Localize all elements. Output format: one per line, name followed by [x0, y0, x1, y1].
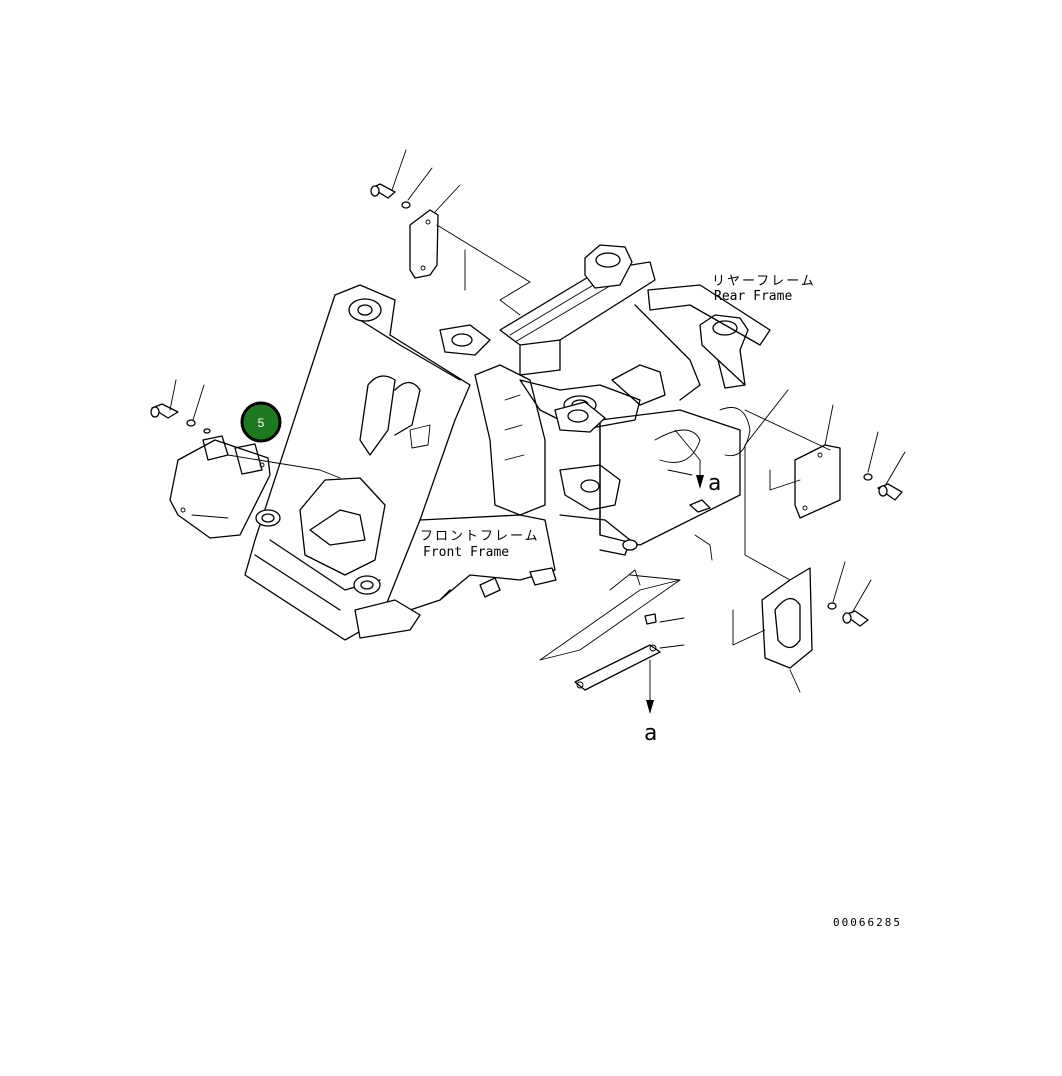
left-cover-assembly: [150, 379, 341, 539]
reference-a-upper: a: [708, 471, 721, 496]
front-frame-label-en: Front Frame: [423, 545, 509, 560]
callout-5-label[interactable]: 5: [258, 416, 265, 430]
front-frame-drawing: [244, 284, 638, 641]
rear-frame-label-en: Rear Frame: [714, 289, 792, 304]
upper-cover-assembly: [370, 149, 531, 316]
rear-frame-label-jp: リヤーフレーム: [712, 274, 816, 289]
rear-frame-drawing: [439, 244, 771, 546]
front-frame-label-jp: フロントフレーム: [420, 529, 540, 544]
right-cover-assembly: [732, 389, 906, 693]
callout-5[interactable]: 5: [240, 401, 282, 443]
reference-a-lower: a: [644, 721, 657, 746]
drawing-number: 00066285: [833, 916, 902, 929]
detail-a-drawing: [539, 429, 713, 714]
callout-5-marker[interactable]: [240, 401, 282, 443]
